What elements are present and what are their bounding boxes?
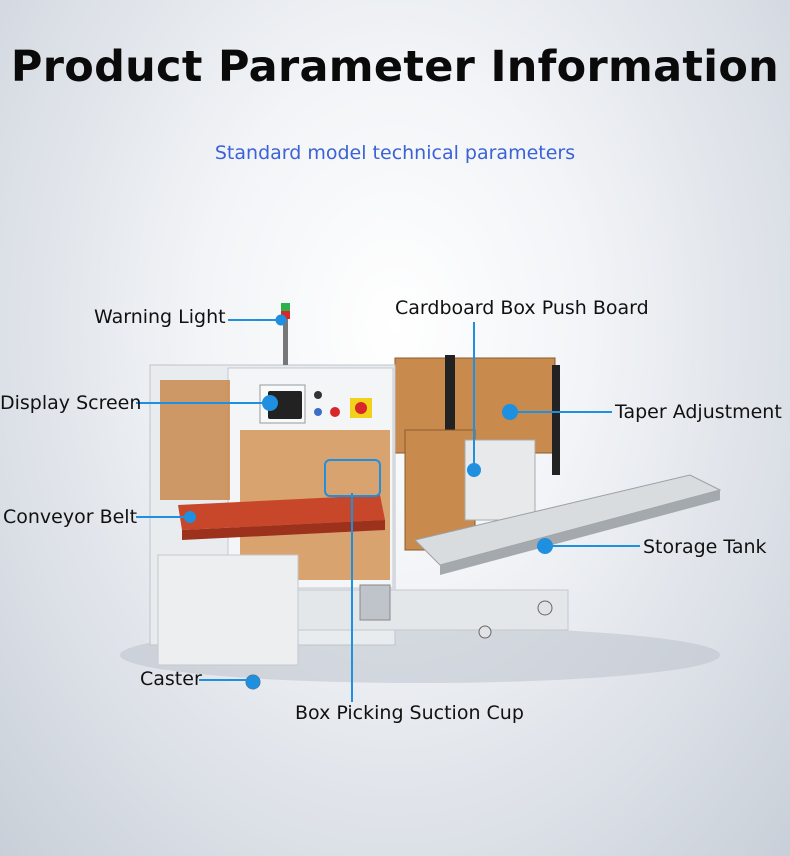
storage-tank-label: Storage Tank [643,536,767,558]
warning-light-label: Warning Light [94,306,226,328]
conveyor-belt-label: Conveyor Belt [3,506,138,528]
taper-adjustment-label: Taper Adjustment [615,401,782,423]
suction-cup-label: Box Picking Suction Cup [295,702,524,724]
page-subtitle: Standard model technical parameters [214,142,576,164]
caster-label: Caster [140,668,202,690]
page-title: Product Parameter Information [10,42,780,92]
display-screen-label: Display Screen [0,392,142,414]
cardboard-push-board-label: Cardboard Box Push Board [395,297,649,319]
